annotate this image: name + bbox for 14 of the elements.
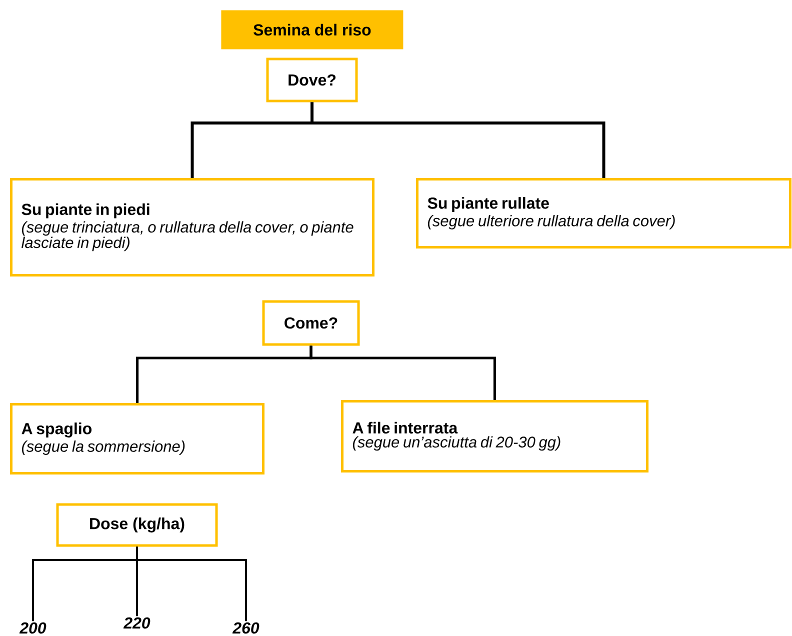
question-box: Dose (kg/ha) <box>56 503 218 547</box>
tree-connector <box>310 102 606 178</box>
option-box: Su piante rullate (segue ulteriore rullatura della cover) <box>416 178 792 248</box>
dose-value: 260 <box>232 622 260 634</box>
dose-value: 220 <box>123 617 150 629</box>
question-box: Come? <box>262 300 360 346</box>
option-box: A spaglio (segue la sommersione) <box>10 403 264 474</box>
tree-connector <box>310 346 496 400</box>
option-box: A file interrata (segue un’asciutta di 20-30 gg) <box>341 400 648 472</box>
title-box: Semina del riso <box>221 10 404 50</box>
option-box: Su piante in piedi (segue trinciatura, o rullatura della cover, o piante lasciate in piedi) <box>10 178 374 276</box>
dose-value: 200 <box>19 622 46 634</box>
tree-connector <box>136 546 247 622</box>
question-box: Dove? <box>266 58 358 102</box>
